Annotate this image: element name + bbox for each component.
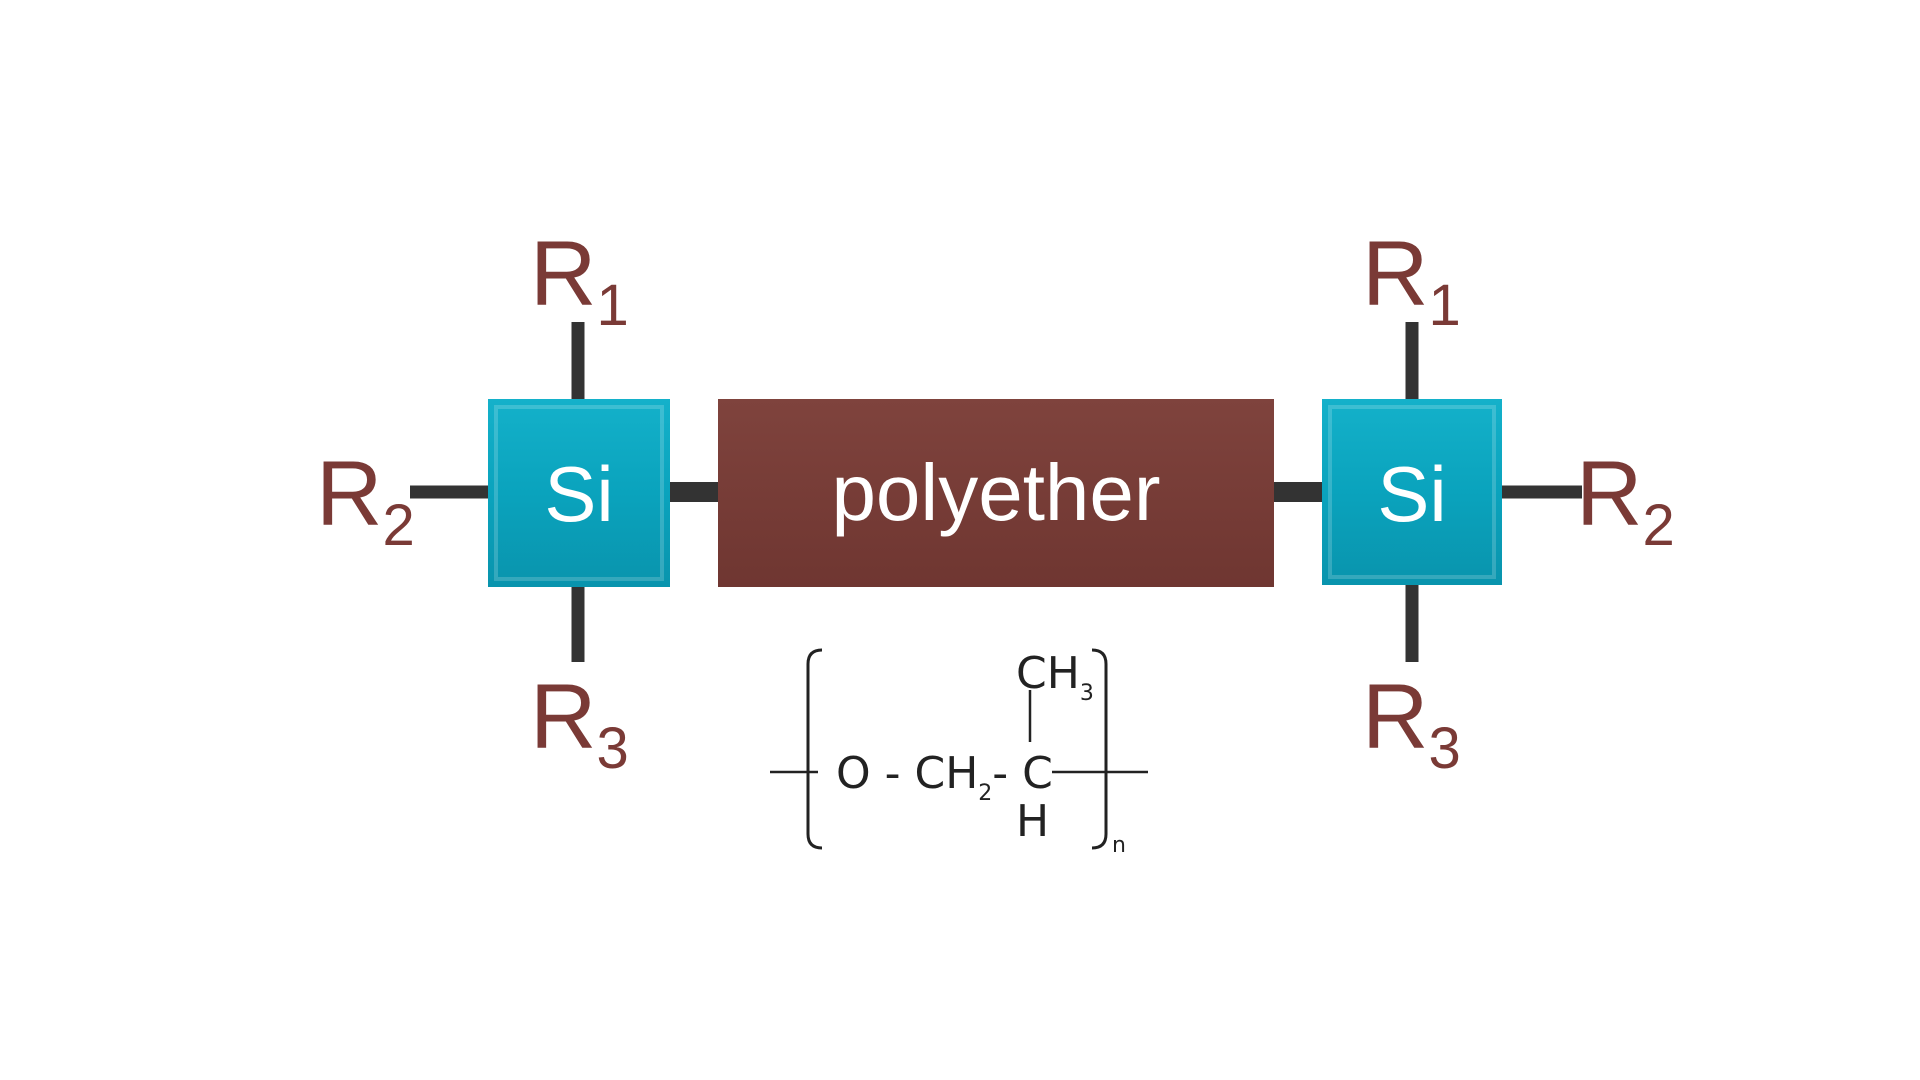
left-r2-label: R2 xyxy=(316,443,415,558)
repeat-unit-formula: O - CH2- C CH3 H n xyxy=(770,648,1148,858)
left-r1-label: R1 xyxy=(530,223,629,338)
left-r3-label: R3 xyxy=(530,666,629,781)
right-si-box xyxy=(1322,399,1502,585)
right-r2-label: R2 xyxy=(1576,443,1675,558)
left-bracket xyxy=(806,648,823,850)
right-silicon-group: Si xyxy=(1322,399,1502,585)
left-si-box xyxy=(488,399,670,587)
methyl-group-text: CH3 xyxy=(1016,648,1094,706)
right-r1-label: R1 xyxy=(1362,223,1461,338)
chain-left-text: O - CH2- C xyxy=(836,748,1053,806)
right-r3-label: R3 xyxy=(1362,666,1461,781)
right-si-label: Si xyxy=(1377,450,1446,538)
right-bracket xyxy=(1091,648,1108,850)
polyether-box xyxy=(718,399,1274,587)
polyether-group: polyether xyxy=(718,399,1274,587)
left-si-label: Si xyxy=(544,450,613,538)
repeat-index-n: n xyxy=(1112,833,1126,858)
left-silicon-group: Si xyxy=(488,399,670,587)
bonds xyxy=(410,322,1582,662)
polyether-label: polyether xyxy=(831,448,1160,537)
hydrogen-text: H xyxy=(1016,796,1049,847)
